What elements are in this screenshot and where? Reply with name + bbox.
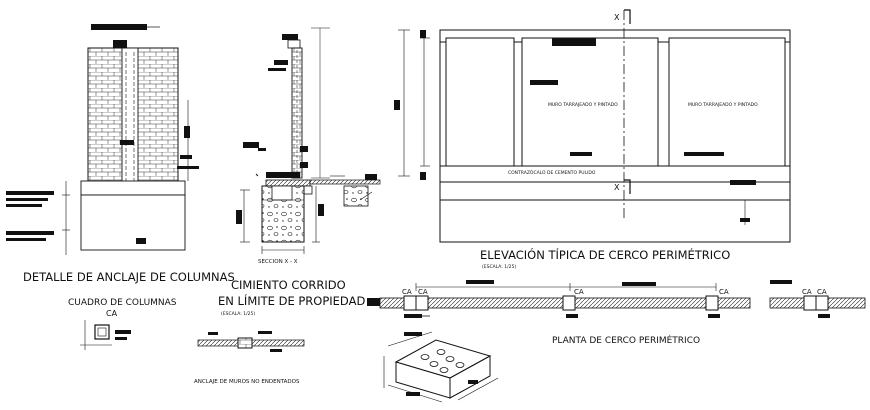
panel-note-2: MURO TARRAJEADO Y PINTADO bbox=[688, 102, 758, 108]
foundation-section-drawing: SECCION X - X CIMIENTO CORRIDO EN LÍMITE… bbox=[218, 27, 381, 317]
column-table-title: CUADRO DE COLUMNAS bbox=[68, 298, 177, 308]
section-label: SECCION X - X bbox=[258, 259, 298, 265]
cut-mark-top: X bbox=[614, 13, 620, 22]
elevation-drawing: X X MURO TARRAJEADO Y PINTADO MURO TARRA… bbox=[394, 9, 791, 270]
base-note: CONTRAZÓCALO DE CEMENTO PULIDO bbox=[508, 169, 596, 176]
plan-title: PLANTA DE CERCO PERIMÉTRICO bbox=[552, 334, 700, 346]
panel-note-1: MURO TARRAJEADO Y PINTADO bbox=[548, 102, 618, 108]
plan-column-tag-3: CA bbox=[574, 288, 584, 296]
foundation-title-line2: EN LÍMITE DE PROPIEDAD bbox=[218, 293, 365, 308]
column-table: CUADRO DE COLUMNAS CA bbox=[68, 298, 177, 350]
plan-column-tag-5: CA bbox=[802, 288, 812, 296]
elevation-scale: (ESCALA: 1/25) bbox=[482, 264, 516, 270]
plan-column-tag-4: CA bbox=[719, 288, 729, 296]
foundation-title-line1: CIMIENTO CORRIDO bbox=[231, 278, 346, 292]
plan-column-tag-6: CA bbox=[817, 288, 827, 296]
plan-drawing: CA CA CA CA CA CA PLANTA DE CERCO PERIMÉ… bbox=[367, 280, 866, 346]
isometric-brick bbox=[383, 331, 499, 403]
anchor-detail-drawing: DETALLE DE ANCLAJE DE COLUMNAS bbox=[6, 24, 235, 284]
cut-mark-bottom: X bbox=[614, 183, 620, 192]
plan-column-tag-2: CA bbox=[418, 288, 428, 296]
foundation-scale: (ESCALA: 1/25) bbox=[221, 311, 255, 317]
anchor-detail-title: DETALLE DE ANCLAJE DE COLUMNAS bbox=[23, 270, 235, 284]
wall-anchor-detail: ANCLAJE DE MUROS NO ENDENTADOS bbox=[194, 331, 305, 385]
elevation-title: ELEVACIÓN TÍPICA DE CERCO PERIMÉTRICO bbox=[480, 247, 730, 262]
plan-column-tag-1: CA bbox=[402, 288, 412, 296]
column-table-code: CA bbox=[106, 309, 118, 318]
wall-anchor-label: ANCLAJE DE MUROS NO ENDENTADOS bbox=[194, 379, 300, 385]
